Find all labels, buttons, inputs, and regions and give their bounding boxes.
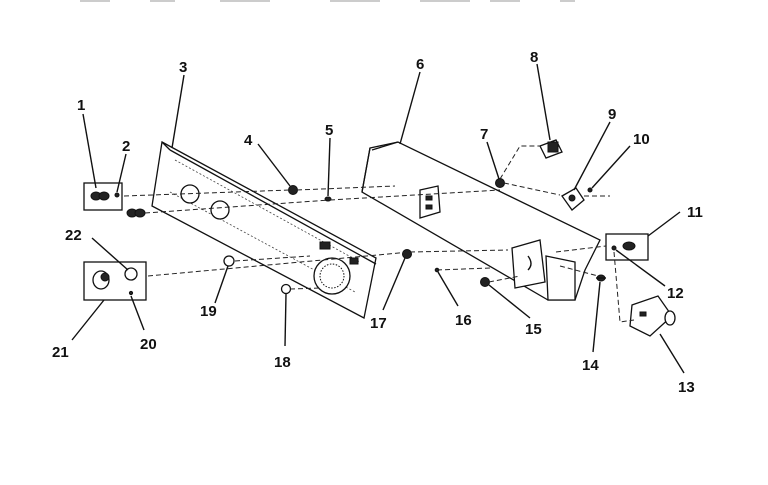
callout-12: 12 — [667, 285, 684, 302]
callout-6: 6 — [416, 56, 424, 73]
part-12-screw — [611, 245, 617, 251]
callout-15: 15 — [525, 321, 542, 338]
callout-labels: 1 2 3 4 5 6 7 8 9 10 11 12 13 14 15 16 1… — [52, 49, 703, 396]
callout-3: 3 — [179, 59, 187, 76]
callout-18: 18 — [274, 354, 291, 371]
console-housing-part-6 — [361, 141, 601, 301]
callout-10: 10 — [633, 131, 650, 148]
part-4-nut — [288, 185, 298, 195]
callout-9: 9 — [608, 106, 616, 123]
part-7-nut — [495, 178, 505, 188]
callout-20: 20 — [140, 336, 157, 353]
part-19-knob — [223, 255, 235, 267]
part-18-knob — [280, 283, 292, 295]
callout-11: 11 — [687, 204, 703, 221]
callout-2: 2 — [122, 138, 130, 155]
part-11-box — [605, 233, 649, 261]
callout-8: 8 — [530, 49, 538, 66]
part-10-screw — [587, 187, 593, 193]
part-14-screw — [596, 274, 606, 282]
part-2-screw — [114, 192, 120, 198]
callout-7: 7 — [480, 126, 488, 143]
callout-19: 19 — [200, 303, 217, 320]
callout-4: 4 — [244, 132, 253, 149]
leader-lines — [71, 63, 685, 374]
callout-13: 13 — [678, 379, 695, 396]
part-21-box — [83, 261, 147, 301]
callout-16: 16 — [455, 312, 472, 329]
callout-21: 21 — [52, 344, 69, 361]
callout-17: 17 — [370, 315, 387, 332]
part-9-switch — [561, 187, 585, 211]
part-1-secondary-knob — [126, 208, 146, 218]
callout-22: 22 — [65, 227, 82, 244]
part-17-nut — [402, 249, 412, 259]
part-13-timer — [629, 295, 676, 337]
alignment-lines — [123, 145, 635, 323]
part-15-nut — [480, 277, 490, 287]
callout-5: 5 — [325, 122, 333, 139]
callout-1: 1 — [77, 97, 85, 114]
control-panel-part-3 — [151, 140, 377, 319]
part-8-lamp — [539, 139, 563, 159]
callout-14: 14 — [582, 357, 599, 374]
